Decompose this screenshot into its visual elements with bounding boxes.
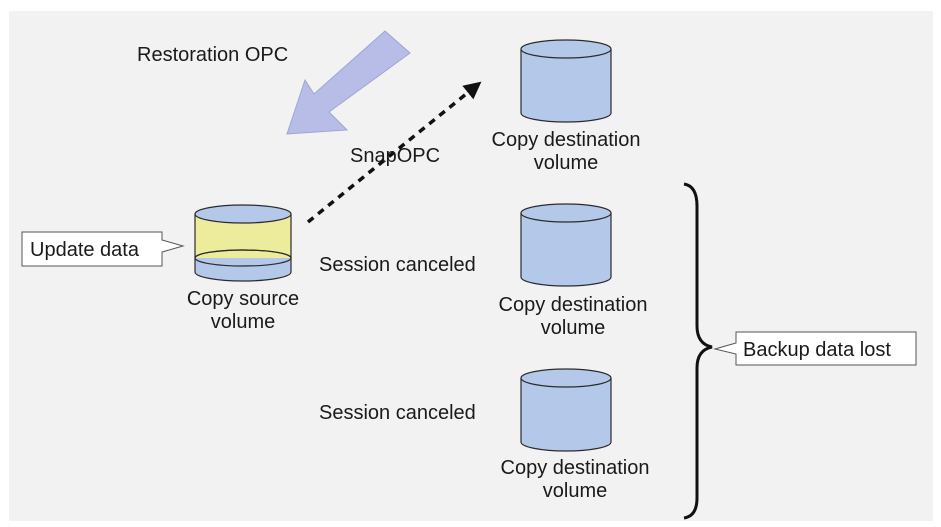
restoration-opc-label: Restoration OPC bbox=[137, 44, 288, 66]
backup-data-lost-callout bbox=[713, 331, 917, 366]
destination-3-label-line2: volume bbox=[543, 480, 607, 502]
backup-data-lost-label: Backup data lost bbox=[743, 339, 891, 361]
destination-volume-3-icon bbox=[520, 368, 612, 452]
update-data-callout bbox=[21, 231, 185, 267]
session-canceled-label-2: Session canceled bbox=[319, 402, 476, 424]
source-volume-label-line2: volume bbox=[211, 311, 275, 333]
source-volume-label-line1: Copy source bbox=[187, 288, 299, 310]
destination-volume-1-icon bbox=[520, 39, 612, 123]
destination-1-label-line2: volume bbox=[534, 152, 598, 174]
destination-3-label-line1: Copy destination bbox=[501, 457, 650, 479]
restoration-arrow-icon bbox=[286, 30, 411, 135]
snapopc-dashed-arrow bbox=[306, 81, 482, 224]
destination-volume-2-icon bbox=[520, 203, 612, 287]
copy-source-volume-icon bbox=[194, 204, 292, 282]
destination-2-label-line2: volume bbox=[541, 317, 605, 339]
update-data-label: Update data bbox=[30, 239, 140, 261]
destination-1-label-line1: Copy destination bbox=[492, 129, 641, 151]
destination-2-label-line1: Copy destination bbox=[499, 294, 648, 316]
session-canceled-label-1: Session canceled bbox=[319, 254, 476, 276]
curly-brace-icon bbox=[683, 182, 713, 520]
snapopc-label: SnapOPC bbox=[350, 145, 440, 167]
